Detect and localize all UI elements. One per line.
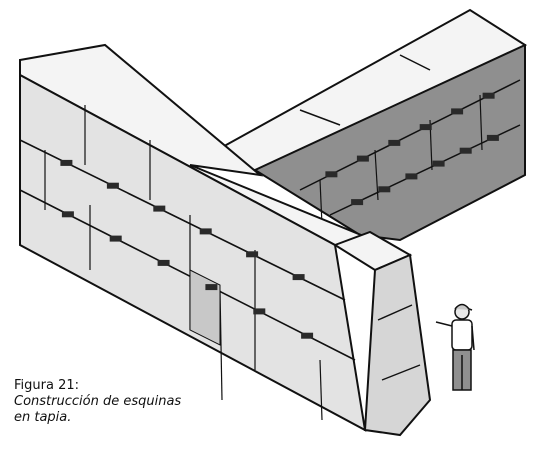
formwork-tie: [486, 134, 499, 141]
formwork-tie: [325, 171, 338, 178]
formwork-tie: [153, 205, 166, 212]
person-cap: [454, 303, 473, 311]
formwork-tie: [246, 251, 259, 258]
formwork-tie: [157, 259, 170, 266]
corner-block: [332, 230, 432, 437]
formwork-tie: [301, 332, 314, 339]
corner-block-face: [363, 253, 432, 437]
formwork-tie: [199, 228, 212, 235]
caption-subtitle-line2: en tapia.: [14, 410, 72, 425]
formwork-tie: [106, 182, 119, 189]
formwork-tie: [61, 211, 74, 218]
formwork-tie: [292, 274, 305, 281]
formwork-tie: [388, 139, 401, 146]
person-figure: [435, 303, 475, 391]
formwork-tie: [205, 284, 218, 291]
formwork-tie: [451, 108, 464, 115]
formwork-tie: [351, 199, 364, 206]
formwork-tie: [419, 124, 432, 131]
formwork-tie: [432, 160, 445, 167]
front-wall: [19, 43, 411, 432]
formwork-tie: [253, 308, 266, 315]
formwork-tie: [405, 173, 418, 180]
caption-label: Figura 21:: [14, 378, 79, 393]
figure-caption: Figura 21: Construcción de esquinas en t…: [14, 378, 214, 426]
formwork-ties: [60, 92, 499, 339]
formwork-tie: [60, 159, 73, 166]
formwork-tie: [109, 235, 122, 242]
formwork-tie: [378, 186, 391, 193]
formwork-tie: [356, 155, 369, 162]
formwork-tie: [459, 147, 472, 154]
formwork-tie: [482, 92, 495, 99]
caption-subtitle-line1: Construcción de esquinas: [14, 394, 182, 409]
person-torso: [451, 319, 473, 351]
